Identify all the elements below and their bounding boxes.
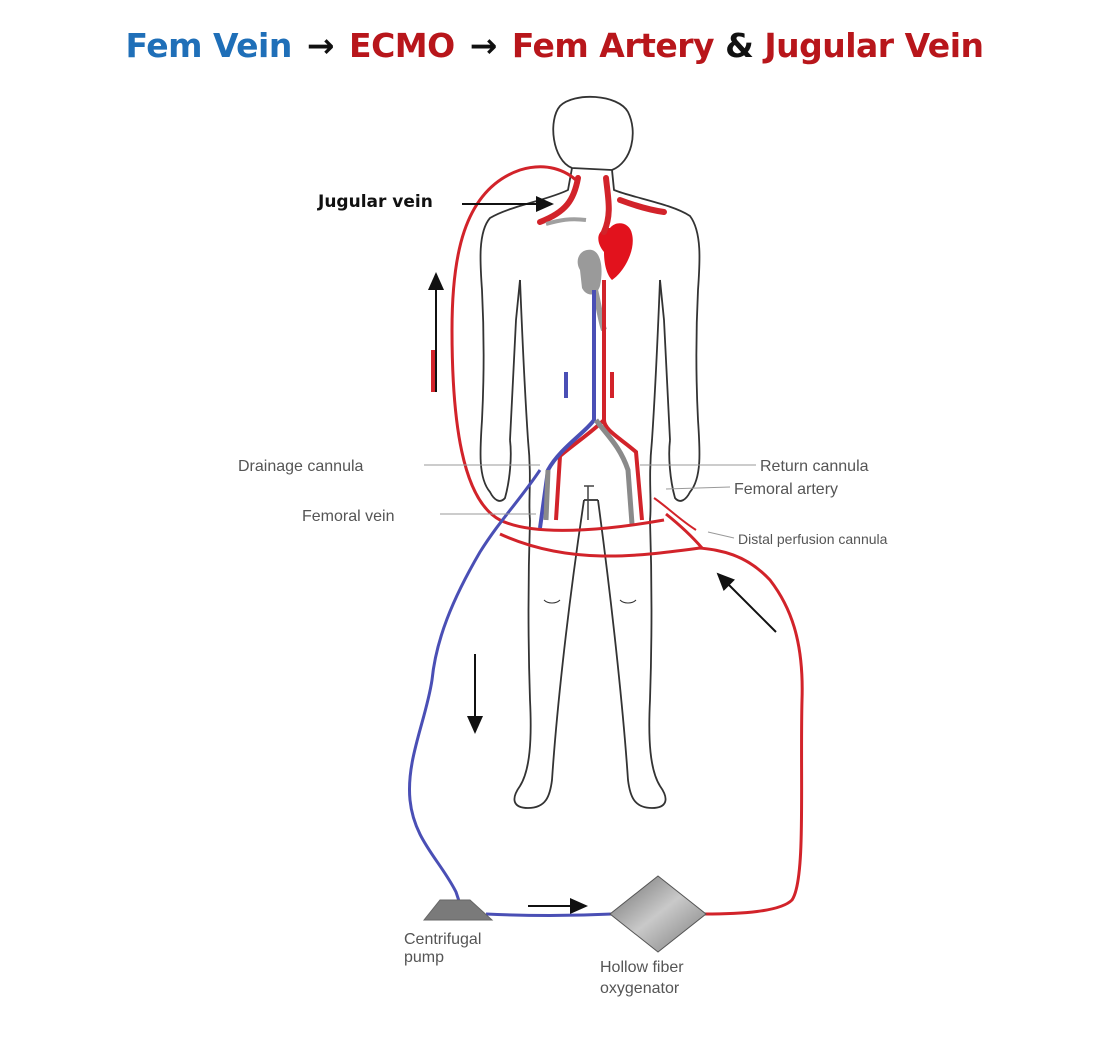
vena-cava [538,290,596,529]
subclavian-vessel [545,217,587,226]
label-drainage-cannula: Drainage cannula [238,458,364,475]
venous-drainage-line [407,469,542,905]
label-return-cannula: Return cannula [760,458,869,475]
label-distal-perfusion-cannula: Distal perfusion cannula [738,531,888,547]
leader-lines [424,464,756,539]
distal-perfusion-line [653,497,697,531]
title-jugular-vein: Jugular Vein [764,26,984,65]
iliac-vein-left [543,469,551,521]
aorta [602,280,644,521]
label-centrifugal-pump-line1: Centrifugal [404,931,481,948]
arterial-return-line [499,532,804,916]
pump-to-oxygenator-line [485,912,613,917]
centrifugal-pump-icon [422,899,494,921]
label-jugular-vein: Jugular vein [317,192,433,212]
label-centrifugal-pump-line2: pump [404,949,444,966]
title-fem-artery: Fem Artery [511,26,715,65]
label-oxygenator-line2: oxygenator [600,980,680,997]
title-fem-vein: Fem Vein [125,26,292,65]
femoral-artery-cannula [665,512,704,549]
title-ampersand: & [725,26,754,65]
oxygenator-icon [609,875,707,953]
jugular-return-loop [450,165,665,532]
groin-mark [584,485,594,520]
iliac-vein-right [593,418,635,525]
label-femoral-vein: Femoral vein [302,508,394,525]
label-oxygenator-line1: Hollow fiber [600,959,684,976]
jugular-vessels [537,175,667,235]
flow-arrow-diagonal [716,572,777,633]
title-arrow-2: → [469,26,498,65]
title-arrow-1: → [306,26,335,65]
label-femoral-artery: Femoral artery [734,481,838,498]
slide-title: Fem Vein → ECMO → Fem Artery & Jugular V… [0,26,1109,65]
body-outline [479,95,701,809]
title-ecmo: ECMO [349,26,455,65]
